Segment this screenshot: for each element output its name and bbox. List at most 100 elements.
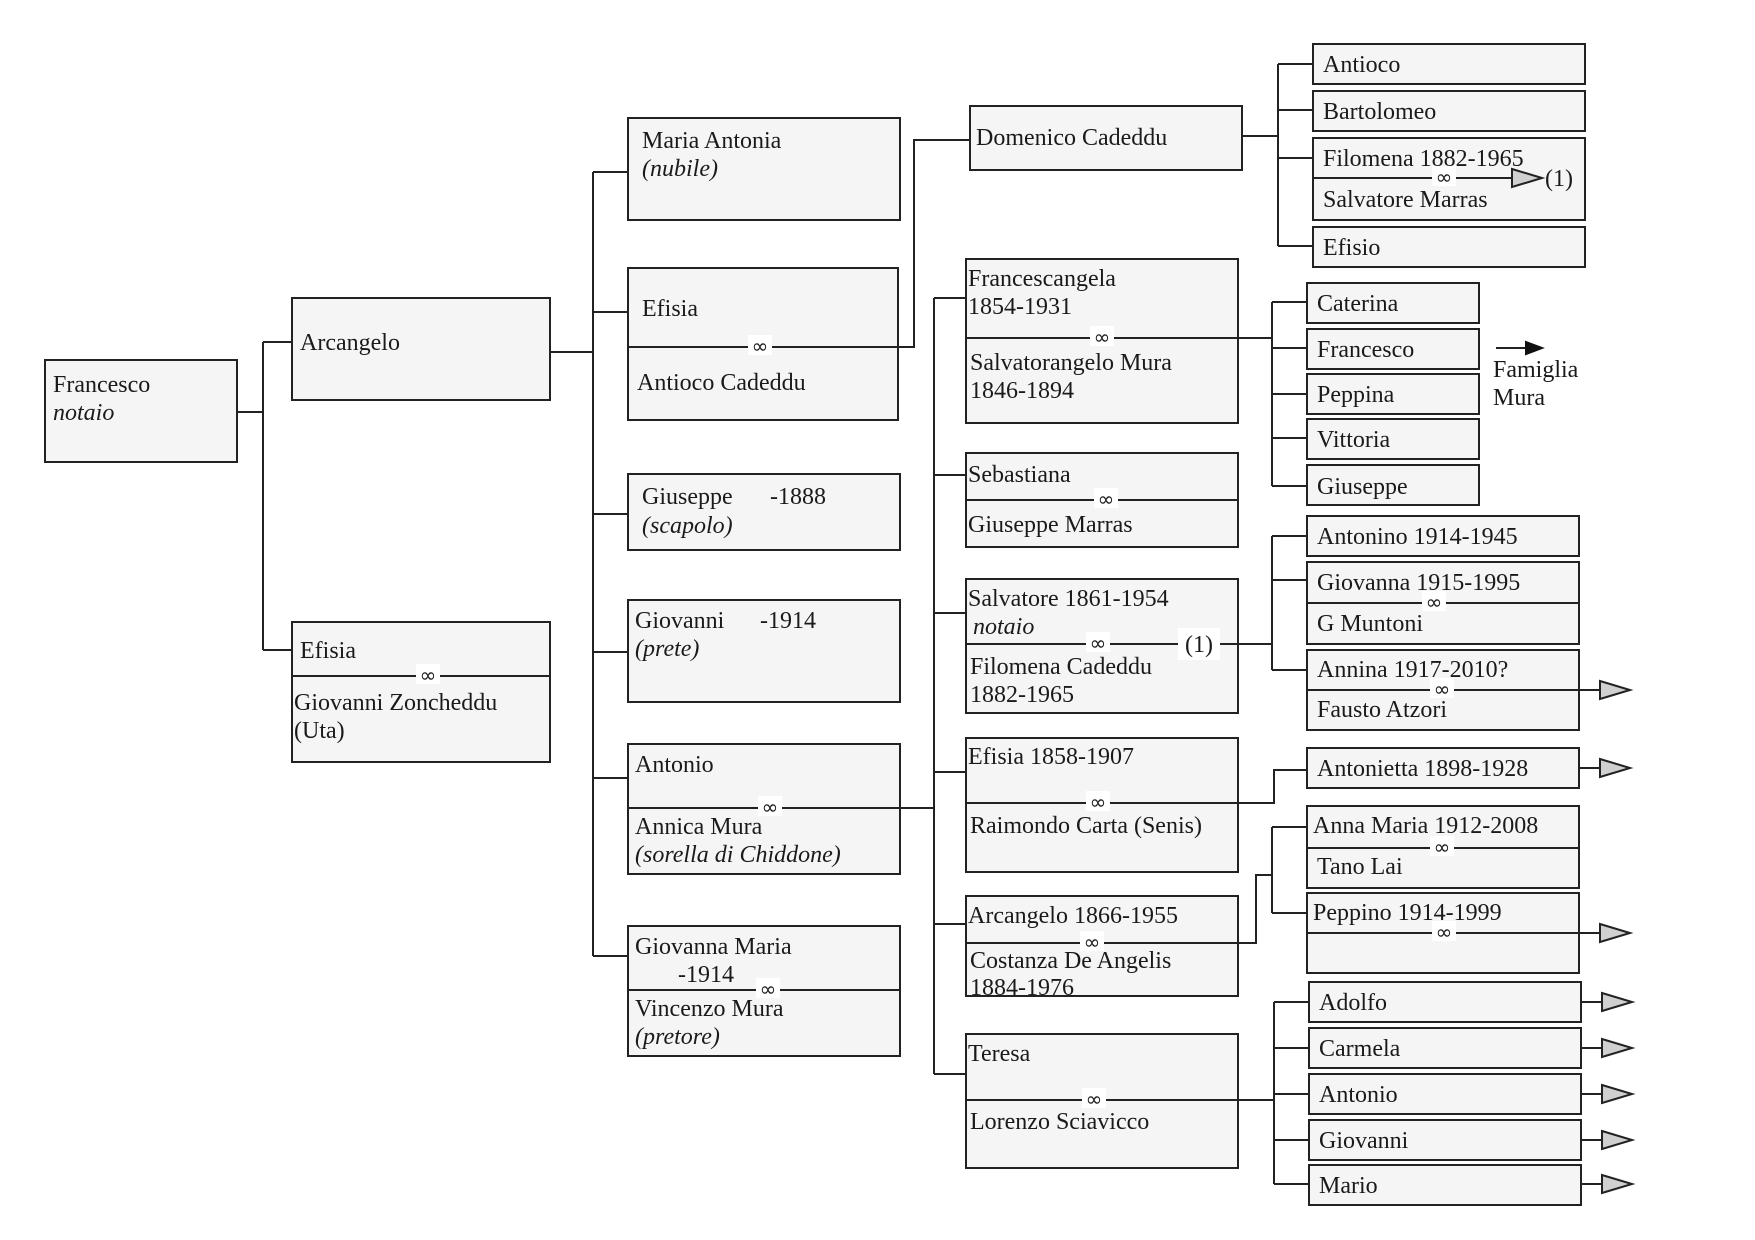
marriage-symbol: ∞ (1098, 487, 1115, 511)
person-francesco: Francesco notaio (44, 359, 238, 463)
person-note: (scapolo) (642, 513, 733, 539)
continuation-arrow (1599, 679, 1634, 701)
child-mario: Mario (1308, 1164, 1636, 1206)
person-name: Arcangelo (300, 330, 400, 356)
person-dates: -1888 (770, 484, 826, 510)
child-antonino: Antonino 1914-1945 (1306, 515, 1580, 557)
child-antonio: Antonio (1308, 1073, 1636, 1115)
marriage-symbol: ∞ (762, 795, 779, 819)
spouse-name: Vincenzo Mura (635, 996, 784, 1022)
person-dates: -1914 (760, 608, 816, 634)
person-name: Giovanni (635, 608, 725, 634)
person-name: Sebastiana (968, 462, 1071, 488)
person-name: Antonino 1914-1945 (1317, 524, 1518, 550)
child-giovanni: Giovanni (1308, 1119, 1636, 1161)
person-name: Antioco (1323, 52, 1400, 78)
marriage-symbol: ∞ (420, 663, 437, 687)
spouse-name: Salvatorangelo Mura (970, 350, 1172, 376)
spouse-name: Raimondo Carta (Senis) (970, 813, 1202, 839)
teresa-children: Adolfo Carmela Antonio Giovanni Mario (1308, 981, 1636, 1206)
marriage-symbol: ∞ (1086, 1087, 1103, 1111)
marriage-symbol: ∞ (752, 334, 769, 358)
person-name: Annina 1917-2010? (1317, 657, 1508, 683)
child-francesco: Francesco (1306, 328, 1480, 370)
marriage-symbol: ∞ (760, 977, 777, 1001)
person-arcangelo: Arcangelo (291, 297, 551, 401)
spouse-name: Filomena Cadeddu (970, 654, 1152, 680)
marriage-symbol: ∞ (1090, 631, 1107, 655)
couple-salvatore-cadeddu: ∞ (1) Salvatore 1861-1954 notaio Filomen… (965, 578, 1239, 714)
person-name: Maria Antonia (642, 128, 782, 154)
family-label-line1: Famiglia (1493, 357, 1579, 383)
person-note: (nubile) (642, 156, 718, 182)
spouse-dates: 1846-1894 (970, 378, 1074, 404)
arrow-right-icon (1525, 340, 1545, 356)
couple-efisia-cadeddu: ∞ Efisia Antioco Cadeddu (627, 267, 899, 421)
person-name: Francescangela (968, 266, 1116, 292)
child-caterina: Caterina (1306, 282, 1480, 324)
couple-efisia-carta: ∞ Efisia 1858-1907 Raimondo Carta (Senis… (965, 737, 1239, 873)
person-name: Bartolomeo (1323, 99, 1436, 125)
child-peppino: ∞ Peppino 1914-1999 (1306, 892, 1634, 974)
person-note: (prete) (635, 636, 699, 662)
marriage-symbol: ∞ (1090, 790, 1107, 814)
couple-giovanna-muntoni: ∞ Giovanna 1915-1995 G Muntoni (1306, 561, 1580, 645)
person-name: Carmela (1319, 1036, 1401, 1062)
couple-giovanna-maria-mura: ∞ Giovanna Maria -1914 Vincenzo Mura (pr… (627, 925, 901, 1057)
person-name: Caterina (1317, 291, 1399, 317)
person-name: Giuseppe (642, 484, 733, 510)
child-adolfo: Adolfo (1308, 981, 1636, 1023)
marriage-symbol: ∞ (1434, 835, 1451, 859)
spouse-name: Tano Lai (1317, 854, 1403, 880)
spouse-name: Lorenzo Sciavicco (970, 1109, 1149, 1135)
person-name: Giovanni (1319, 1128, 1409, 1154)
person-name: Antonio (1319, 1082, 1398, 1108)
spouse-name: Costanza De Angelis (970, 948, 1171, 974)
couple-filomena-marras: ∞ (1) Filomena 1882-1965 Salvatore Marra… (1312, 137, 1586, 221)
continuation-arrow (1601, 991, 1636, 1013)
cross-reference-marker: (1) (1545, 166, 1573, 192)
person-name: Efisio (1323, 235, 1380, 261)
person-domenico-cadeddu: Domenico Cadeddu (969, 105, 1243, 171)
couple-annina-atzori: ∞ Annina 1917-2010? Fausto Atzori (1306, 649, 1634, 731)
continuation-arrow (1601, 1129, 1636, 1151)
spouse-dates: 1882-1965 (970, 682, 1074, 708)
person-name: Francesco (1317, 337, 1414, 363)
connector-lines (238, 63, 1313, 1185)
marriage-symbol: ∞ (1426, 590, 1443, 614)
person-name: Domenico Cadeddu (976, 125, 1167, 151)
person-name: Teresa (968, 1041, 1031, 1067)
famiglia-mura-pointer: Famiglia Mura (1493, 340, 1579, 411)
person-name: Peppino 1914-1999 (1313, 900, 1502, 926)
marriage-symbol: ∞ (1436, 920, 1453, 944)
spouse-name: Giovanni Zoncheddu (294, 690, 497, 716)
person-name: Anna Maria 1912-2008 (1313, 813, 1538, 839)
child-vittoria: Vittoria (1306, 418, 1480, 460)
marriage-symbol: ∞ (1436, 165, 1453, 189)
child-efisio: Efisio (1312, 226, 1586, 268)
continuation-arrow (1601, 1037, 1636, 1059)
child-antonietta: Antonietta 1898-1928 (1306, 747, 1634, 789)
spouse-name: Giuseppe Marras (968, 512, 1133, 538)
marriage-symbol: ∞ (1434, 677, 1451, 701)
person-name: Mario (1319, 1173, 1378, 1199)
spouse-name: Salvatore Marras (1323, 187, 1488, 213)
mura-children: Caterina Francesco Peppina Vittoria Gius… (1306, 282, 1480, 506)
person-giuseppe: Giuseppe -1888 (scapolo) (627, 473, 901, 551)
couple-anna-maria-lai: ∞ Anna Maria 1912-2008 Tano Lai (1306, 805, 1580, 889)
couple-efisia-zoncheddu: ∞ Efisia Giovanni Zoncheddu (Uta) (291, 621, 551, 763)
person-dates: -1914 (678, 962, 734, 988)
family-label-line2: Mura (1493, 385, 1545, 411)
child-carmela: Carmela (1308, 1027, 1636, 1069)
spouse-note: (pretore) (635, 1024, 720, 1050)
child-giuseppe: Giuseppe (1306, 464, 1480, 506)
couple-francescangela-mura: ∞ Francescangela 1854-1931 Salvatorangel… (965, 258, 1239, 424)
person-name: Adolfo (1319, 990, 1387, 1016)
person-name: Peppina (1317, 382, 1395, 408)
person-giovanni: Giovanni -1914 (prete) (627, 599, 901, 703)
person-dates: 1854-1931 (968, 294, 1072, 320)
person-name: Antonio (635, 752, 714, 778)
spouse-name: G Muntoni (1317, 611, 1423, 637)
continuation-arrow (1601, 1083, 1636, 1105)
